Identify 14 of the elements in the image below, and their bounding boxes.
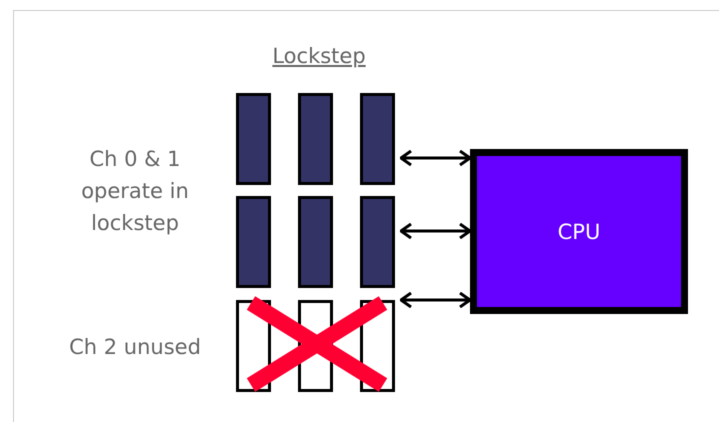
memory-module: [236, 196, 271, 288]
double-arrow: [400, 150, 472, 166]
memory-module: [236, 93, 271, 185]
cpu-label: CPU: [558, 220, 600, 244]
memory-module: [298, 196, 333, 288]
memory-module: [360, 93, 395, 185]
memory-module: [360, 196, 395, 288]
cpu-box: [470, 149, 688, 314]
double-arrow: [400, 222, 472, 240]
channel-note: Ch 2 unused: [68, 334, 202, 361]
diagram-title: Lockstep: [271, 43, 367, 70]
double-arrow: [400, 292, 472, 308]
channel-note: Ch 0 & 1 operate in lockstep: [80, 146, 190, 237]
memory-module: [298, 93, 333, 185]
